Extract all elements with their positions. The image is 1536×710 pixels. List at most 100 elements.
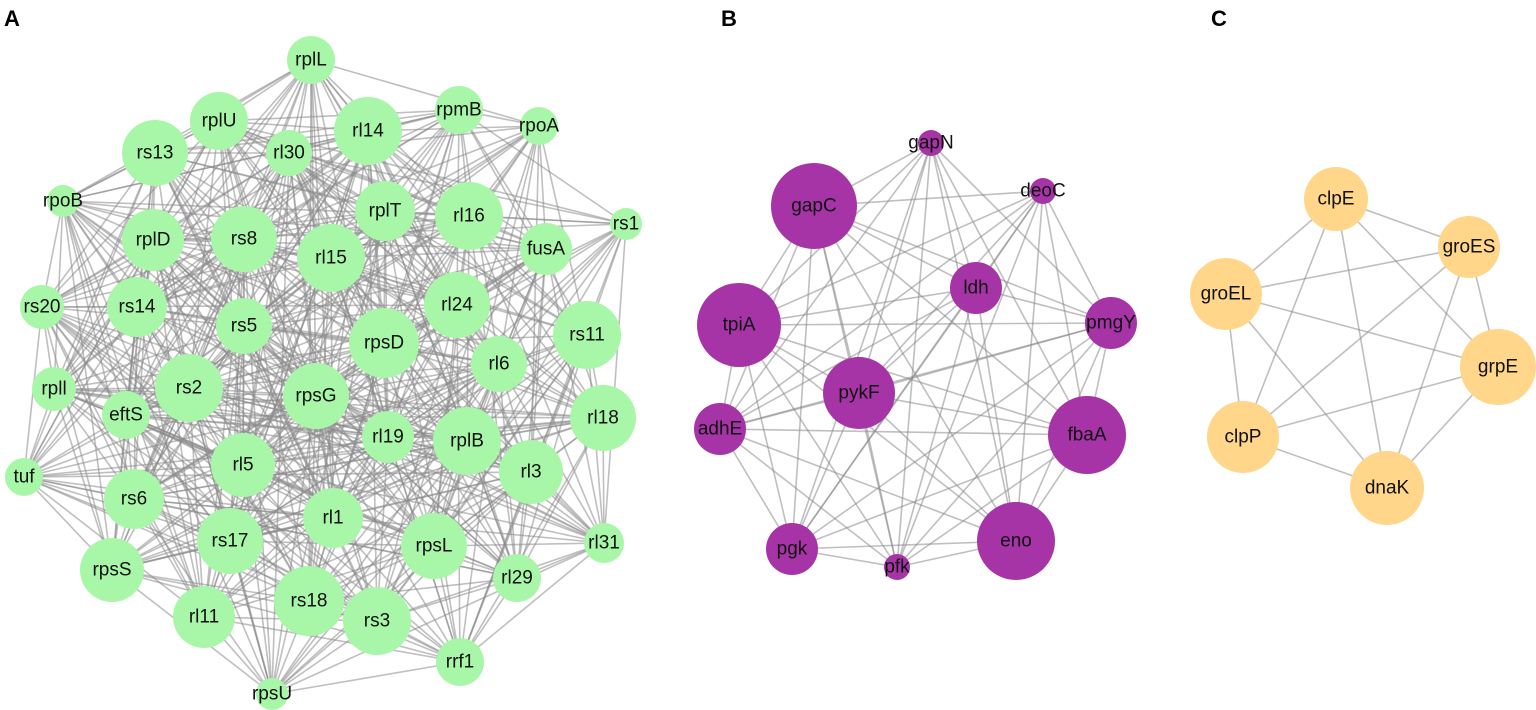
node-rs13: rs13 (122, 120, 188, 186)
node-circle (355, 181, 415, 241)
edge (332, 517, 461, 663)
edge (376, 304, 458, 622)
edge (330, 248, 547, 259)
node-circle (1030, 178, 1056, 204)
edge (62, 59, 312, 202)
node-circle (102, 391, 150, 439)
edge (242, 417, 604, 466)
node-circle (47, 185, 79, 217)
node-rs5: rs5 (216, 298, 272, 354)
node-label: eftS (109, 405, 143, 426)
node-rl6: rl6 (471, 336, 527, 392)
edge (1242, 366, 1499, 438)
node-rrf1: rrf1 (436, 638, 484, 686)
node-circle (499, 440, 563, 504)
edge (308, 363, 500, 602)
node-label: eno (1000, 531, 1032, 552)
edge (243, 325, 435, 547)
node-rl29: rl29 (493, 554, 541, 602)
panel-a-label: A (4, 6, 20, 31)
edge (433, 125, 540, 547)
node-label: rs11 (569, 325, 605, 346)
node-circle (216, 298, 272, 354)
node-rs17: rs17 (197, 508, 263, 574)
node-circle (5, 458, 43, 496)
node-label: pykF (838, 383, 879, 404)
edge (1335, 198, 1388, 489)
node-circle (918, 130, 944, 156)
node-fusA: fusA (520, 223, 572, 275)
edge (53, 325, 245, 390)
edge (930, 142, 1088, 436)
node-label: rs1 (613, 214, 639, 235)
edge (154, 130, 369, 154)
node-label: rl29 (501, 568, 533, 589)
edge (719, 428, 898, 568)
node-label: rpll (41, 379, 66, 400)
node-label: rplT (369, 201, 402, 222)
node-circle (1460, 329, 1536, 405)
node-circle (1048, 396, 1126, 474)
node-circle (884, 554, 910, 580)
node-label: rl19 (372, 427, 404, 448)
node-label: rl3 (520, 462, 541, 483)
node-circle (20, 285, 64, 329)
edge (468, 215, 604, 419)
node-label: rplU (202, 111, 237, 132)
node-label: rs8 (231, 229, 257, 250)
node-pfk: pfk (884, 554, 910, 580)
node-circle (256, 678, 288, 710)
edge (271, 471, 532, 695)
node-circle (349, 308, 419, 378)
edge (62, 200, 113, 571)
edge (125, 414, 205, 618)
edge (791, 434, 1088, 550)
edge (791, 322, 1112, 550)
edge (62, 200, 127, 416)
node-rs18: rs18 (274, 566, 344, 636)
node-label: rpoA (519, 116, 559, 137)
node-gapN: gapN (908, 130, 954, 156)
edge (41, 306, 244, 466)
node-circle (766, 523, 818, 575)
edge (125, 414, 310, 602)
node-rplB: rplB (433, 407, 501, 475)
node-rl11: rl11 (173, 586, 235, 648)
node-circle (435, 182, 503, 250)
node-circle (287, 36, 335, 84)
edge (271, 542, 605, 695)
node-label: tuf (13, 467, 35, 488)
node-rl16: rl16 (435, 182, 503, 250)
edge (310, 59, 540, 127)
node-rpsS: rpsS (80, 538, 144, 602)
node-label: groEL (1201, 284, 1252, 305)
edge (1225, 293, 1388, 489)
node-circle (297, 224, 365, 292)
edge (23, 476, 334, 519)
edge (738, 324, 1088, 436)
node-rplL: rplL (287, 36, 335, 84)
edge (456, 304, 461, 663)
node-rpoB: rpoB (43, 185, 83, 217)
node-circle (32, 367, 76, 411)
node-circle (104, 469, 164, 529)
node-label: groES (1443, 237, 1496, 258)
edge (1242, 246, 1470, 438)
node-label: rs14 (119, 297, 156, 318)
node-circle (553, 301, 621, 369)
node-rs3: rs3 (343, 587, 411, 655)
node-circle (433, 407, 501, 475)
node-label: rl24 (441, 295, 473, 316)
edge (738, 190, 1044, 326)
edge (23, 476, 310, 602)
edge (975, 287, 1017, 542)
edge (813, 205, 1088, 436)
node-label: clpP (1225, 427, 1262, 448)
node-label: deoC (1020, 181, 1065, 202)
node-circle (520, 223, 572, 275)
node-clpP: clpP (1207, 401, 1279, 473)
